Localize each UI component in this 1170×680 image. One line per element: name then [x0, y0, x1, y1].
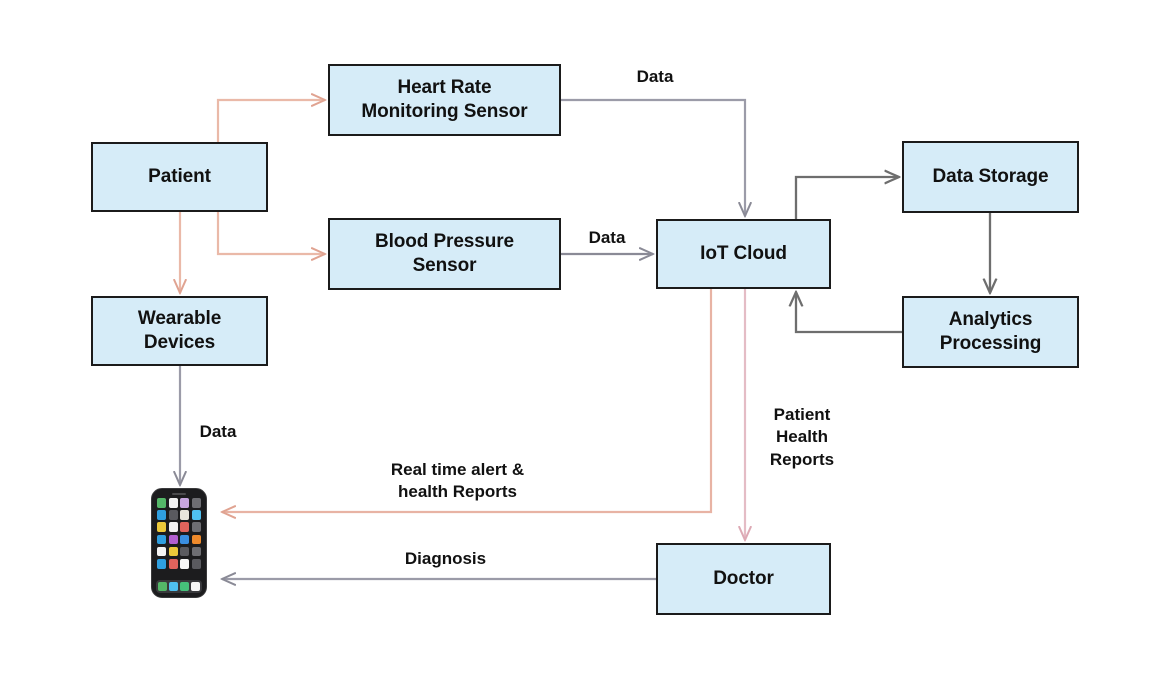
smartphone-icon[interactable] [151, 488, 207, 598]
edge-patient-to-heart-rate [216, 100, 325, 142]
node-wearable-label: Wearable Devices [137, 308, 222, 353]
phone-app-icon-21 [157, 558, 167, 569]
phone-app-icon-13 [157, 534, 167, 545]
node-heart-rate-monitoring-sensor[interactable]: Heart Rate Monitoring Sensor [328, 64, 561, 136]
phone-dock [156, 580, 202, 593]
phone-app-icon-22 [168, 558, 178, 569]
edge-label-real-time-alert: Real time alert & health Reports [390, 460, 525, 502]
node-data-storage-label: Data Storage [932, 166, 1049, 188]
phone-app-icon-23 [180, 558, 190, 569]
node-analytics-label: Analytics Processing [939, 309, 1042, 354]
phone-app-icon-14 [168, 534, 178, 545]
phone-app-icon-16 [191, 534, 201, 545]
node-doctor-label: Doctor [713, 568, 774, 590]
phone-app-icon-7 [180, 510, 190, 520]
node-iot-cloud-label: IoT Cloud [700, 243, 787, 265]
edge-heart-rate-to-iot-cloud [561, 98, 745, 216]
phone-app-icon-19 [180, 546, 190, 557]
phone-app-icon-5 [157, 510, 167, 520]
phone-dock-icon-3 [180, 582, 189, 591]
edge-analytics-to-iot-cloud [796, 292, 902, 334]
node-blood-pressure-sensor[interactable]: Blood Pressure Sensor [328, 218, 561, 290]
phone-app-icon-2 [168, 498, 178, 508]
edge-patient-to-blood-pressure [216, 212, 325, 254]
node-data-storage[interactable]: Data Storage [902, 141, 1079, 213]
phone-app-icon-1 [157, 498, 167, 508]
phone-app-icon-8 [191, 510, 201, 520]
phone-app-icon-11 [180, 522, 190, 532]
node-blood-pressure-label: Blood Pressure Sensor [374, 231, 515, 276]
edge-iot-cloud-to-data-storage [794, 177, 899, 219]
phone-app-icon-24 [191, 558, 201, 569]
phone-app-icon-12 [191, 522, 201, 532]
phone-app-grid [157, 498, 201, 569]
phone-dock-icon-1 [158, 582, 167, 591]
phone-app-icon-10 [168, 522, 178, 532]
phone-app-icon-9 [157, 522, 167, 532]
phone-notch [172, 493, 186, 495]
phone-app-icon-18 [168, 546, 178, 557]
edge-label-diagnosis: Diagnosis [404, 549, 487, 568]
phone-app-icon-15 [180, 534, 190, 545]
phone-dock-icon-2 [169, 582, 178, 591]
node-heart-rate-label: Heart Rate Monitoring Sensor [361, 77, 528, 122]
node-wearable-devices[interactable]: Wearable Devices [91, 296, 268, 366]
phone-dock-icon-4 [191, 582, 200, 591]
edge-label-data-blood-pressure: Data [588, 228, 626, 247]
node-iot-cloud[interactable]: IoT Cloud [656, 219, 831, 289]
phone-app-icon-20 [191, 546, 201, 557]
edge-label-data-wearable: Data [199, 422, 237, 441]
node-doctor[interactable]: Doctor [656, 543, 831, 615]
node-patient[interactable]: Patient [91, 142, 268, 212]
node-patient-label: Patient [148, 166, 211, 188]
node-analytics-processing[interactable]: Analytics Processing [902, 296, 1079, 368]
edge-label-data-heart-rate: Data [636, 67, 674, 86]
phone-app-icon-4 [191, 498, 201, 508]
phone-app-icon-3 [180, 498, 190, 508]
phone-app-icon-6 [168, 510, 178, 520]
edge-label-patient-health-reports: Patient Health Reports [769, 405, 835, 469]
phone-app-icon-17 [157, 546, 167, 557]
